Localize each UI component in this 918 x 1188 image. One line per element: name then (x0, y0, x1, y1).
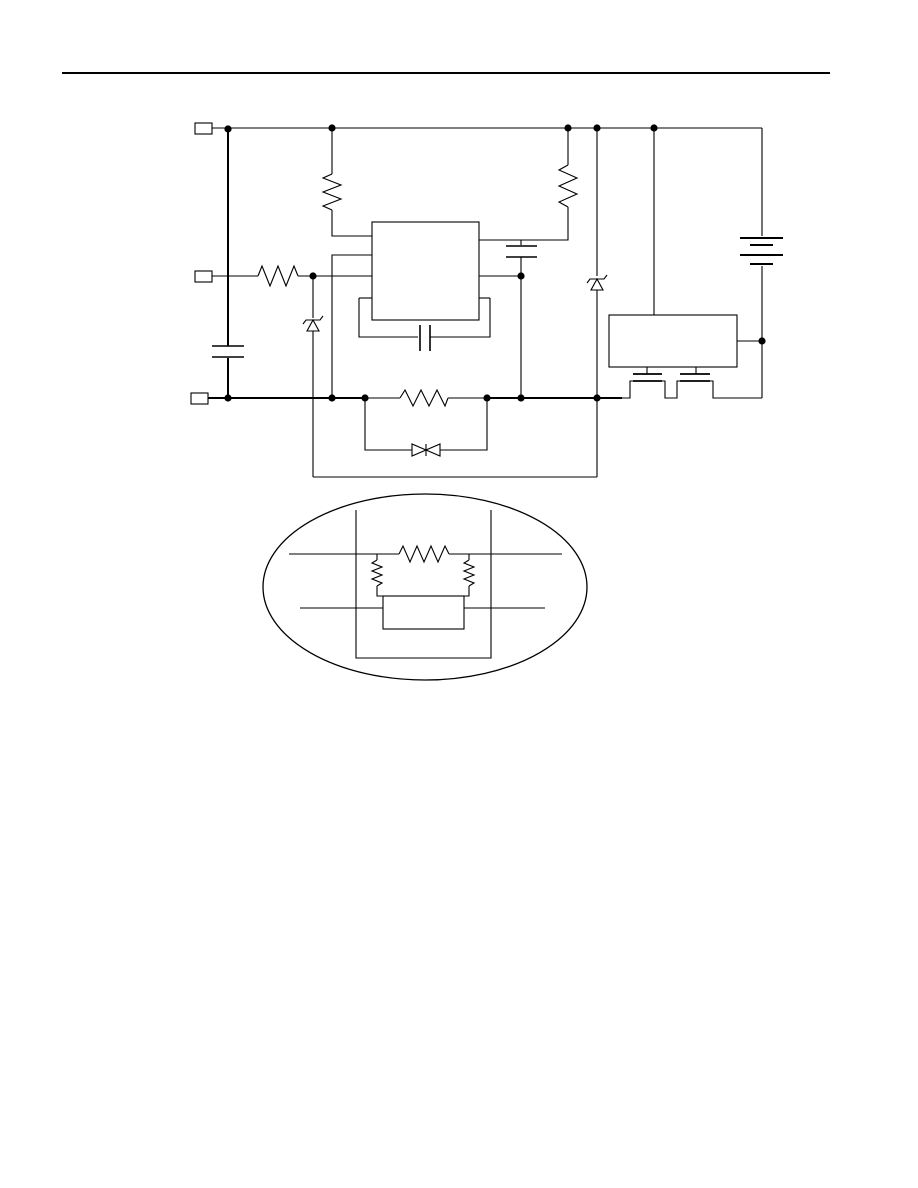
mosfet-pair (622, 367, 762, 399)
detail-inset (262, 493, 588, 681)
inset-frame (355, 510, 492, 659)
terminal-top (194, 122, 213, 135)
ic-cap-loop (358, 298, 418, 338)
inset-package-box (382, 595, 465, 630)
inset-resistor-left (370, 559, 384, 587)
ic-pin-ground (331, 254, 372, 398)
inset-resistor-right (462, 559, 476, 587)
terminal-bottom (190, 392, 209, 405)
zener-diode-right (586, 274, 608, 291)
pullup-resistor-left (321, 173, 343, 211)
battery (740, 237, 783, 265)
decoupling-capacitor (506, 245, 537, 258)
input-resistor (257, 264, 299, 288)
junction-dots (224, 124, 766, 402)
protection-ic (608, 314, 738, 368)
inset-series-resistor (398, 544, 450, 564)
sense-resistor (399, 388, 449, 408)
bidirectional-diode (411, 443, 441, 457)
timing-capacitor (419, 325, 431, 351)
pullup-resistor-right (557, 164, 579, 208)
input-capacitor (212, 345, 244, 358)
diode-loop (364, 398, 412, 451)
controller-ic (371, 221, 480, 321)
terminal-mid (194, 270, 213, 283)
inset-ellipse (262, 493, 588, 681)
zener-diode-left (302, 315, 324, 332)
ic-pin-out (479, 239, 522, 245)
